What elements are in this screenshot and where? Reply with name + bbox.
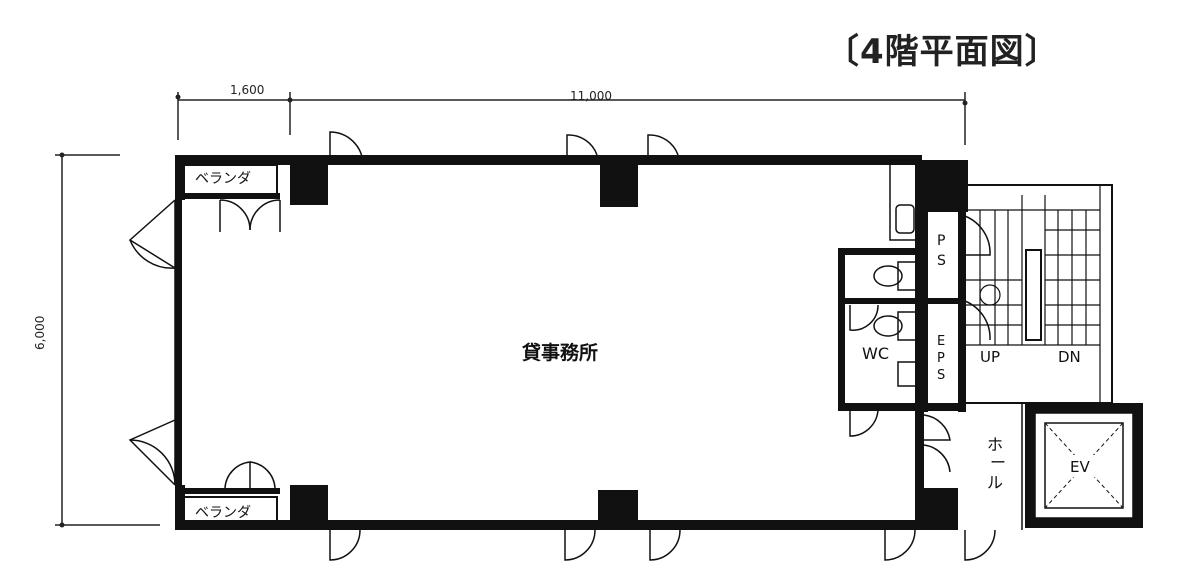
stair-down-label: DN [1058,348,1081,366]
hall [923,403,1023,530]
columns [175,155,968,530]
bottom-doors [224,461,996,561]
stair-up-label: UP [980,348,1000,366]
eps-label-p: P [937,351,945,366]
verandas [181,164,278,528]
wc-fixtures [849,261,917,437]
eps-label-e: E [937,334,945,349]
left-side-doors [128,199,176,486]
veranda-bottom-label: ベランダ [195,505,251,521]
ev-label: EV [1070,458,1090,476]
core-walls [838,212,966,530]
dimension-6000: 6,000 [33,316,47,350]
top-doors [219,131,679,232]
veranda-top-label: ベランダ [195,171,251,187]
ps-label-p: P [937,233,945,249]
dimension-1600: 1,600 [230,83,264,97]
office-label: 貸事務所 [521,341,598,364]
staircase [964,184,1113,404]
ps-label-s: S [937,253,946,269]
eps-label-s: S [937,368,945,383]
hall-char-3: ル [987,473,1003,492]
wc-label: WC [862,344,889,363]
plan-title: 〔4階平面図〕 [825,32,1060,72]
hall-char-2: ー [990,453,1006,472]
hall-char-1: ホ [987,435,1003,454]
dimension-11000: 11,000 [570,89,612,103]
elevator-shaft [1025,403,1143,528]
